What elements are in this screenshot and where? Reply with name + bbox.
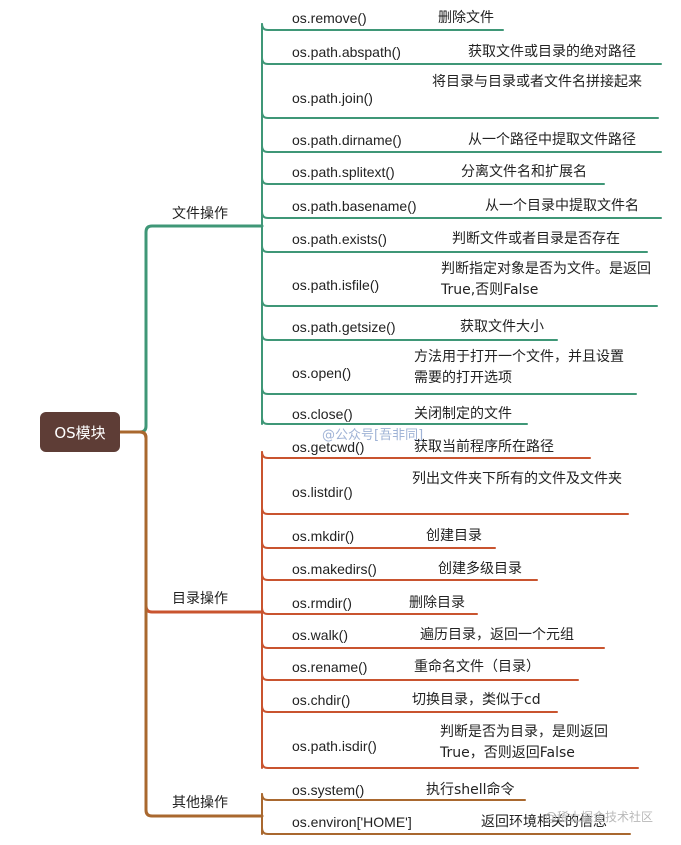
branch-other-ops-label: 其他操作: [172, 795, 228, 811]
desc-os-walk: 遍历目录，返回一个元组: [420, 627, 574, 643]
dir-ops-leaf-7: [261, 705, 558, 713]
desc-os-path-basename: 从一个目录中提取文件名: [485, 198, 639, 214]
desc-os-path-getsize: 获取文件大小: [460, 319, 544, 335]
fn-os-system: os.system(): [292, 782, 365, 798]
connector-root-dir-ops: [118, 430, 264, 614]
desc-os-path-join: 将目录与目录或者文件名拼接起来: [432, 74, 642, 90]
desc-os-path-exists: 判断文件或者目录是否存在: [452, 231, 620, 247]
file-ops-leaf-8: [261, 333, 558, 341]
dir-ops-leaf-8: [261, 761, 639, 769]
other-ops-leaf-1: [261, 827, 631, 836]
fn-os-path-exists: os.path.exists(): [292, 231, 387, 247]
fn-os-chdir: os.chdir(): [292, 692, 351, 708]
file-ops-leaf-6: [261, 245, 648, 253]
fn-os-mkdir: os.mkdir(): [292, 528, 355, 544]
dir-ops-leaf-4: [261, 607, 478, 616]
fn-os-path-getsize: os.path.getsize(): [292, 319, 396, 335]
desc-os-path-isfile: 判断指定对象是否为文件。是返回True,否则False: [441, 261, 651, 298]
desc-os-listdir: 列出文件夹下所有的文件及文件夹: [412, 471, 622, 487]
desc-os-path-abspath: 获取文件或目录的绝对路径: [468, 44, 636, 60]
fn-os-walk: os.walk(): [292, 627, 349, 643]
desc-os-environ: 返回环境相关的信息: [481, 814, 607, 830]
fn-os-path-dirname: os.path.dirname(): [292, 132, 402, 148]
file-ops-leaf-7: [261, 299, 658, 307]
root-label: OS模块: [54, 423, 106, 442]
fn-os-rmdir: os.rmdir(): [292, 595, 352, 611]
fn-os-getcwd: os.getcwd(): [292, 439, 365, 455]
desc-os-path-isdir: 判断是否为目录，是则返回True，否则返回False: [440, 724, 608, 761]
watermark-center: @公众号[吾非同]: [322, 428, 424, 443]
fn-os-listdir: os.listdir(): [292, 484, 353, 500]
desc-os-path-splitext: 分离文件名和扩展名: [461, 164, 587, 180]
desc-os-makedirs: 创建多级目录: [438, 561, 522, 577]
fn-os-environ: os.environ['HOME']: [292, 814, 412, 830]
file-ops-leaf-1: [261, 57, 662, 65]
file-ops-leaf-2: [261, 111, 659, 119]
desc-os-getcwd: 获取当前程序所在路径: [414, 439, 554, 455]
dir-ops-leaf-1: [261, 507, 629, 516]
fn-os-path-isfile: os.path.isfile(): [292, 277, 380, 293]
fn-os-path-isdir: os.path.isdir(): [292, 738, 377, 754]
fn-os-open: os.open(): [292, 365, 352, 381]
desc-os-open: 方法用于打开一个文件，并且设置需要的打开选项: [414, 349, 624, 386]
file-ops-leaf-5: [261, 211, 662, 219]
fn-os-remove: os.remove(): [292, 10, 367, 26]
dir-ops-leaf-2: [261, 541, 496, 550]
root-node: OS模块: [40, 412, 120, 452]
branch-file-ops-label: 文件操作: [172, 206, 228, 222]
file-ops-leaf-3: [261, 145, 662, 154]
desc-os-rmdir: 删除目录: [409, 595, 465, 611]
fn-os-path-splitext: os.path.splitext(): [292, 164, 395, 180]
connector-root-file-ops: [118, 224, 264, 434]
fn-os-rename: os.rename(): [292, 659, 368, 675]
connector-root-other-ops: [118, 430, 264, 818]
fn-os-path-basename: os.path.basename(): [292, 198, 417, 214]
fn-os-close: os.close(): [292, 406, 353, 422]
desc-os-system: 执行shell命令: [426, 782, 515, 798]
desc-os-chdir: 切换目录，类似于cd: [412, 692, 541, 708]
desc-os-remove: 删除文件: [438, 10, 494, 26]
file-ops-leaf-0: [261, 23, 504, 31]
fn-os-path-join: os.path.join(): [292, 90, 373, 106]
file-ops-leaf-10: [261, 417, 528, 425]
other-ops-leaf-0: [261, 793, 526, 801]
desc-os-close: 关闭制定的文件: [414, 406, 512, 422]
desc-os-path-dirname: 从一个路径中提取文件路径: [468, 132, 636, 148]
fn-os-path-abspath: os.path.abspath(): [292, 44, 401, 60]
dir-ops-leaf-3: [261, 573, 538, 581]
dir-ops-leaf-6: [261, 673, 579, 681]
fn-os-makedirs: os.makedirs(): [292, 561, 377, 577]
branch-dir-ops-label: 目录操作: [172, 591, 228, 607]
desc-os-rename: 重命名文件（目录）: [414, 659, 540, 675]
dir-ops-leaf-5: [261, 641, 605, 649]
dir-ops-leaf-0: [261, 451, 591, 459]
desc-os-mkdir: 创建目录: [426, 528, 482, 544]
file-ops-leaf-9: [261, 387, 637, 395]
watermark-corner: @稀土掘金技术社区: [545, 810, 654, 824]
file-ops-leaf-4: [261, 177, 605, 185]
